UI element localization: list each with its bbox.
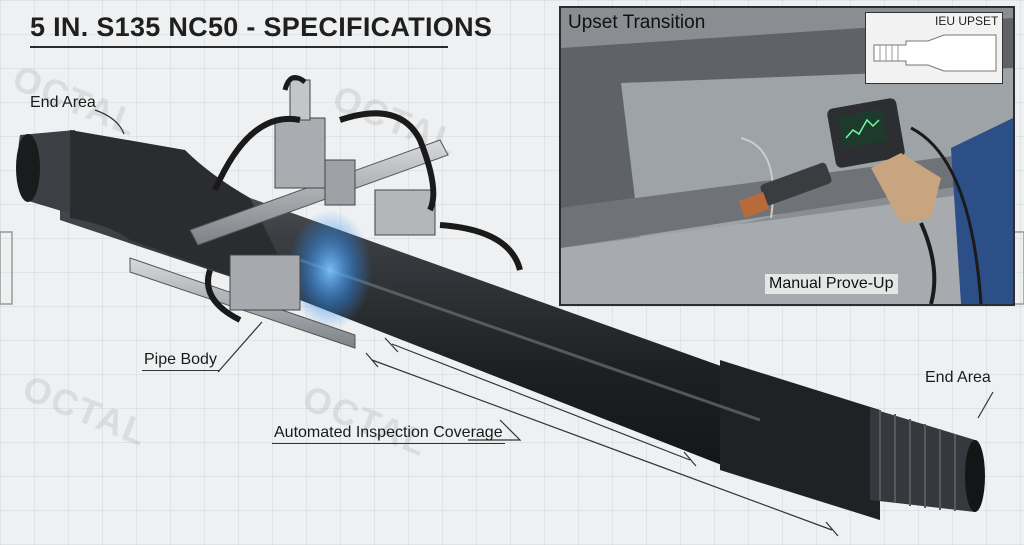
inset-drawing: [561, 8, 1013, 304]
pipe-body-label: Pipe Body: [142, 351, 219, 371]
ieu-upset-label: IEU UPSET: [935, 14, 999, 28]
frame-bracket: [1013, 231, 1024, 305]
automated-scanner-rig: [129, 75, 523, 349]
end-area-label-left: End Area: [30, 94, 96, 111]
page-title: 5 IN. S135 NC50 - SPECIFICATIONS: [30, 12, 493, 42]
end-area-label-right: End Area: [925, 369, 991, 386]
inset-title: Upset Transition: [568, 12, 706, 33]
ieu-upset-shape: [873, 34, 997, 72]
automated-coverage-label: Automated Inspection Coverage: [272, 424, 505, 444]
ieu-upset-diagram: [865, 12, 1003, 84]
title-underline: [30, 46, 448, 48]
dimension-lines: [365, 337, 839, 537]
upset-transition-inset: [559, 6, 1015, 306]
frame-bracket: [0, 231, 13, 305]
manual-prove-up-label: Manual Prove-Up: [765, 274, 898, 294]
inspection-glow: [288, 210, 372, 330]
